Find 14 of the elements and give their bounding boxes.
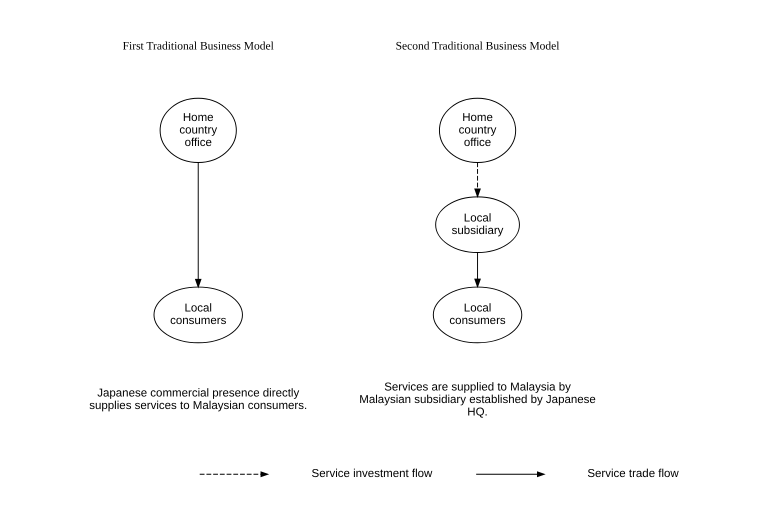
legend-label: Service trade flow [586, 468, 678, 480]
node-ellipse: Home country office [159, 98, 236, 163]
node-ellipse: Local subsidiary [434, 196, 520, 253]
arrow [474, 162, 480, 198]
arrow [194, 162, 202, 288]
label: Second Traditional Business Model [395, 40, 559, 53]
arrow [474, 252, 480, 288]
node-ellipse: Local consumers [153, 286, 242, 344]
node-ellipse: Local consumers [432, 286, 522, 344]
label: First Traditional Business Model [122, 40, 274, 53]
legend-label: Service investment flow [311, 468, 432, 480]
node-ellipse: Home country office [438, 98, 516, 163]
label: Services are supplied to Malaysia by Malaysian subsidiary established by Japanese HQ. [358, 381, 596, 418]
label: Japanese commercial presence directly supplies services to Malaysian consumers. [88, 388, 307, 412]
